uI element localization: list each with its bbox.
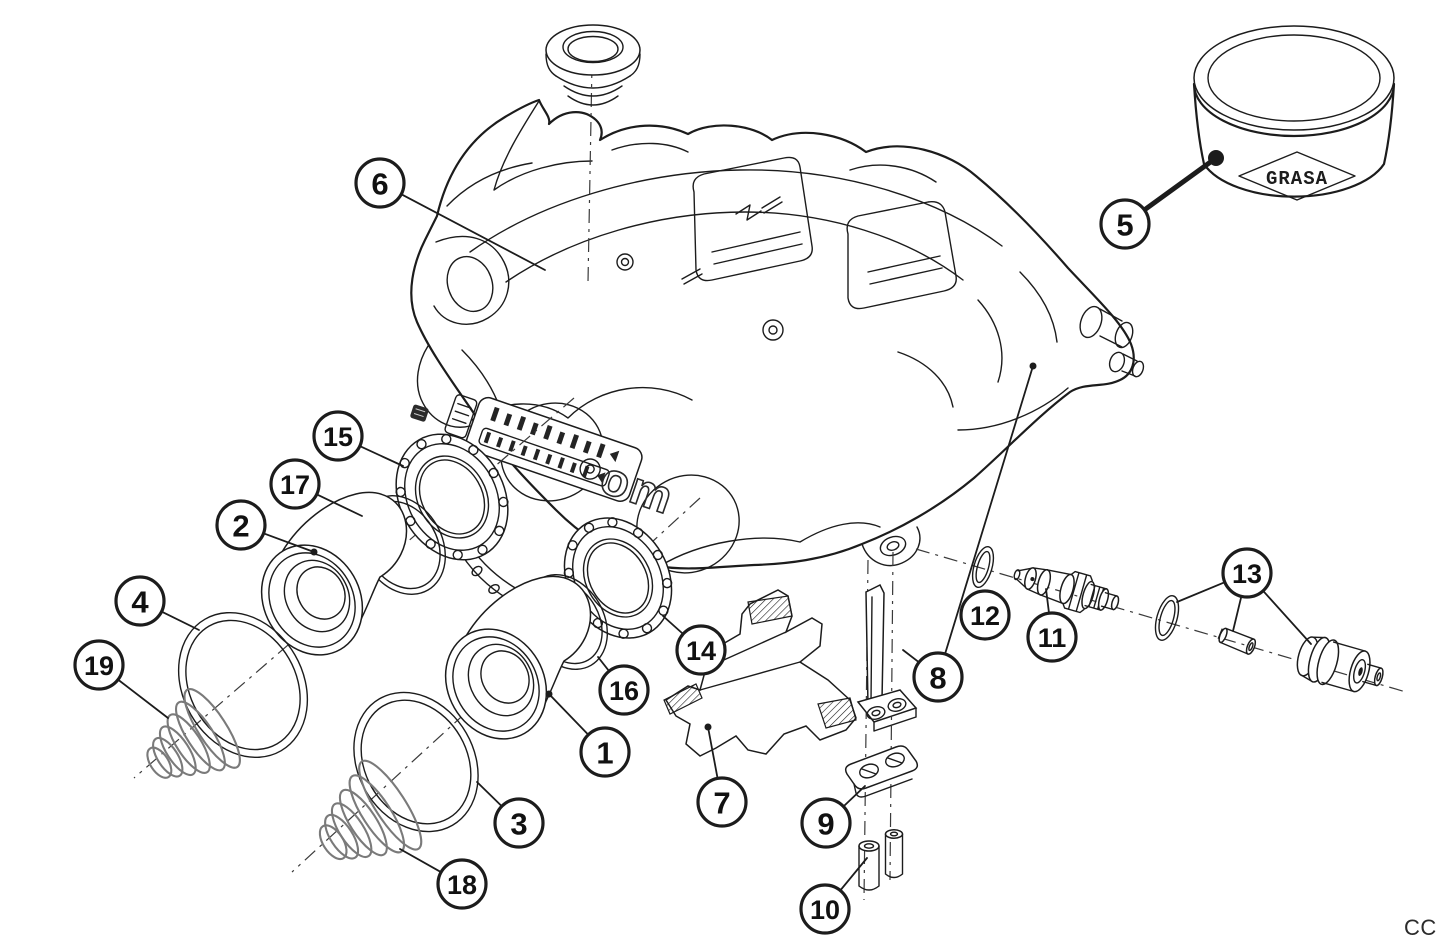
- boot-ring-14-part: [563, 517, 673, 639]
- callout-12: 12: [959, 589, 1011, 641]
- callout-10: 10: [799, 857, 868, 935]
- rubber-block-part: [410, 404, 429, 422]
- callout-5: 5: [1099, 150, 1224, 250]
- bleed-valve-11-part: [1013, 567, 1120, 614]
- svg-text:8: 8: [929, 661, 946, 696]
- scale-ticks-top: [490, 406, 620, 463]
- callout-11: 11: [1026, 588, 1078, 663]
- callout-3: 3: [476, 781, 545, 849]
- svg-text:15: 15: [323, 422, 353, 452]
- piston-1-part: [444, 575, 592, 740]
- oring-13-part: [1154, 595, 1180, 641]
- dust-cap-part: [545, 24, 641, 106]
- svg-text:14: 14: [686, 636, 716, 666]
- svg-text:19: 19: [84, 651, 114, 681]
- svg-text:17: 17: [280, 470, 310, 500]
- callout-8: 8: [902, 362, 1037, 703]
- corner-note: CC: [1404, 915, 1437, 940]
- retainer-plate-9-part: [844, 745, 919, 798]
- svg-text:5: 5: [1116, 208, 1133, 243]
- callout-18: 18: [399, 848, 488, 910]
- grease-tub-part: GRASA: [1192, 25, 1396, 201]
- pad-spring-7-part: [663, 589, 857, 757]
- callout-7: 7: [696, 723, 748, 828]
- svg-text:10: 10: [810, 895, 840, 925]
- callout-19: 19: [73, 639, 169, 719]
- spring-19-part: [146, 688, 241, 779]
- callout-9: 9: [800, 785, 866, 849]
- svg-text:13: 13: [1232, 559, 1262, 589]
- svg-text:18: 18: [447, 870, 477, 900]
- svg-text:3: 3: [510, 807, 527, 842]
- callout-1: 1: [545, 690, 631, 778]
- svg-text:4: 4: [131, 585, 149, 620]
- callout-4: 4: [114, 575, 200, 631]
- svg-text:9: 9: [817, 807, 834, 842]
- svg-text:12: 12: [970, 601, 1000, 631]
- pins-10-part: [858, 829, 904, 891]
- svg-text:16: 16: [609, 676, 639, 706]
- callout-15: 15: [312, 410, 404, 467]
- callout-6: 6: [354, 157, 546, 271]
- piston-2-part: [260, 491, 408, 656]
- banjo-boss: [1079, 305, 1145, 378]
- callout-14: 14: [662, 615, 727, 676]
- callout-17: 17: [269, 458, 363, 517]
- pin-13-part: [1217, 627, 1257, 655]
- brake-pad-8-part: [856, 583, 918, 732]
- caliper-body-drawing: om: [410, 98, 1145, 620]
- callout-13: 13: [1176, 547, 1312, 645]
- svg-text:6: 6: [371, 167, 388, 202]
- scale-ticks-slot: [483, 431, 606, 483]
- callout-2: 2: [215, 499, 318, 556]
- svg-text:11: 11: [1038, 623, 1067, 653]
- spring-18-part: [318, 759, 423, 861]
- svg-text:2: 2: [232, 509, 249, 544]
- svg-text:1: 1: [596, 736, 613, 771]
- oring-12-part: [971, 545, 995, 589]
- grease-label: GRASA: [1266, 168, 1328, 190]
- fitting-13-part: [1296, 636, 1384, 693]
- svg-text:7: 7: [713, 786, 730, 821]
- callout-16: 16: [597, 656, 650, 716]
